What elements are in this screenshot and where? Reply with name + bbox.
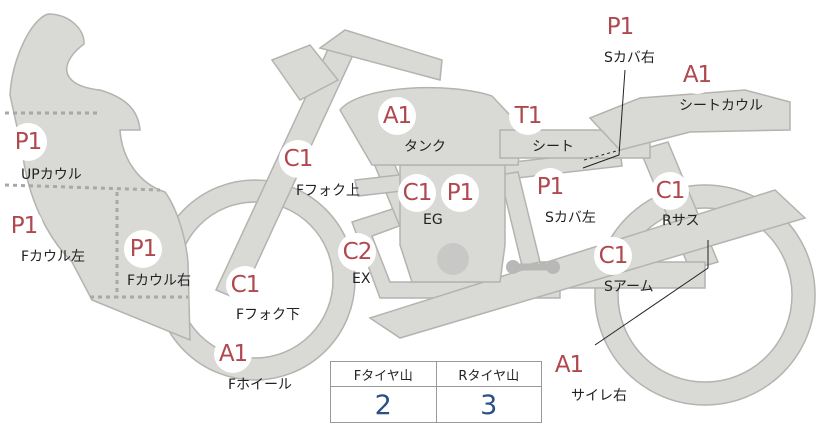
- footpeg-knob: [546, 260, 560, 274]
- label-tank: タンク: [404, 139, 446, 155]
- tail-shape: [588, 89, 791, 151]
- tire-table-header-row: Fタイヤ山 Rタイヤ山: [331, 362, 541, 387]
- marker-r-suspension: C1: [651, 172, 689, 210]
- marker-f-cowl-l: P1: [5, 207, 43, 245]
- marker-fork-upper: C1: [279, 140, 317, 178]
- label-exhaust: EX: [352, 271, 371, 287]
- marker-seat: T1: [509, 97, 547, 135]
- marker-exhaust: C2: [338, 233, 376, 271]
- marker-s-cover-l: P1: [531, 168, 569, 206]
- label-silencer-r: サイレ右: [571, 388, 627, 404]
- tire-tread-table: Fタイヤ山 Rタイヤ山 2 3: [330, 361, 542, 423]
- label-swingarm: Sアーム: [604, 279, 654, 295]
- handlebar-shape: [318, 29, 443, 81]
- front-tire-header: Fタイヤ山: [353, 368, 413, 384]
- frame-shape: [499, 171, 541, 267]
- engine-detail: [437, 243, 469, 275]
- label-s-cover-r: Sカバ右: [604, 50, 655, 66]
- headlight-shape: [270, 44, 340, 101]
- rear-tire-value: 3: [435, 387, 542, 423]
- footpeg-knob: [506, 260, 520, 274]
- label-seat: シート: [532, 139, 574, 155]
- marker-front-wheel: A1: [214, 335, 252, 373]
- marker-engine: C1: [398, 174, 436, 212]
- label-f-cowl-l: Fカウル左: [21, 249, 86, 265]
- marker-fork-lower: C1: [226, 266, 264, 304]
- marker-f-cowl-r: P1: [124, 230, 162, 268]
- marker-engine-2: P1: [441, 174, 479, 212]
- marker-up-cowl: P1: [9, 123, 47, 161]
- label-s-cover-l: Sカバ左: [545, 210, 596, 226]
- leader-line: [583, 149, 621, 161]
- label-fork-lower: Fフォク下: [236, 307, 301, 323]
- fairing-divider: [4, 183, 161, 192]
- marker-silencer-r: A1: [550, 346, 588, 384]
- leader-line: [594, 240, 709, 346]
- marker-s-cover-r: P1: [601, 8, 639, 46]
- label-up-cowl: UPカウル: [21, 167, 82, 183]
- label-f-cowl-r: Fカウル右: [127, 273, 192, 289]
- label-front-wheel: Fホイール: [228, 377, 293, 393]
- label-engine: EG: [423, 212, 443, 228]
- marker-seat-cowl: A1: [678, 56, 716, 94]
- label-seat-cowl: シートカウル: [679, 98, 763, 114]
- label-fork-upper: Fフォク上: [296, 183, 361, 199]
- label-r-suspension: Rサス: [662, 213, 700, 229]
- marker-tank: A1: [378, 97, 416, 135]
- leader-line: [582, 69, 626, 169]
- tire-table-value-row: 2 3: [331, 387, 541, 423]
- front-tire-value: 2: [374, 389, 392, 421]
- marker-swingarm: C1: [594, 237, 632, 275]
- silencer-shape: [368, 189, 807, 339]
- rear-tire-header: Rタイヤ山: [435, 362, 542, 386]
